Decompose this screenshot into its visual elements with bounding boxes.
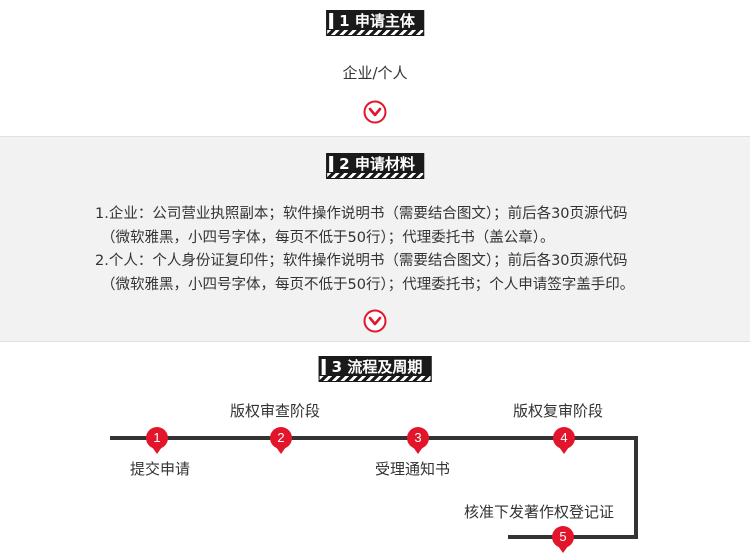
section-applicant: 1 申请主体 企业/个人: [0, 0, 750, 136]
chevron-down-circle-icon: [363, 309, 387, 333]
step-marker-2: 2: [270, 427, 292, 454]
section-materials: 2 申请材料 1.企业：公司营业执照副本；软件操作说明书（需要结合图文）；前后各…: [0, 136, 750, 342]
materials-line: 1.企业：公司营业执照副本；软件操作说明书（需要结合图文）；前后各30页源代码: [95, 206, 628, 222]
section-process: 3 流程及周期 版权审查阶段 版权复审阶段 1 2 3 4 5 提交申请 受理通…: [0, 342, 750, 560]
section-title: 3 流程及周期: [331, 358, 423, 376]
stage-label-review: 版权审查阶段: [230, 402, 321, 420]
step-label-acceptance: 受理通知书: [375, 460, 451, 478]
section-title: 1 申请主体: [339, 12, 415, 30]
chevron-down-circle-icon: [363, 100, 387, 124]
step-marker-3: 3: [407, 427, 429, 454]
materials-list: 1.企业：公司营业执照副本；软件操作说明书（需要结合图文）；前后各30页源代码 …: [95, 203, 715, 297]
step-label-submit: 提交申请: [130, 460, 191, 478]
section-title: 2 申请材料: [339, 155, 415, 173]
applicant-types: 企业/个人: [342, 64, 408, 82]
materials-line: （微软雅黑，小四号字体，每页不低于50行）；代理委托书；个人申请签字盖手印。: [101, 276, 635, 293]
step-marker-1: 1: [146, 427, 168, 454]
process-flow-line: [110, 436, 638, 539]
materials-line: 2.个人：个人身份证复印件；软件操作说明书（需要结合图文）；前后各30页源代码: [95, 253, 628, 269]
section-title-badge: 2 申请材料: [326, 153, 424, 179]
step-marker-5: 5: [552, 526, 574, 553]
materials-line: （微软雅黑，小四号字体，每页不低于50行）；代理委托书（盖公章）。: [101, 229, 555, 246]
step-label-certificate: 核准下发著作权登记证: [464, 503, 615, 521]
stage-label-reexam: 版权复审阶段: [513, 402, 604, 420]
section-title-badge: 3 流程及周期: [318, 356, 432, 382]
step-marker-4: 4: [553, 427, 575, 454]
section-title-badge: 1 申请主体: [326, 10, 424, 36]
